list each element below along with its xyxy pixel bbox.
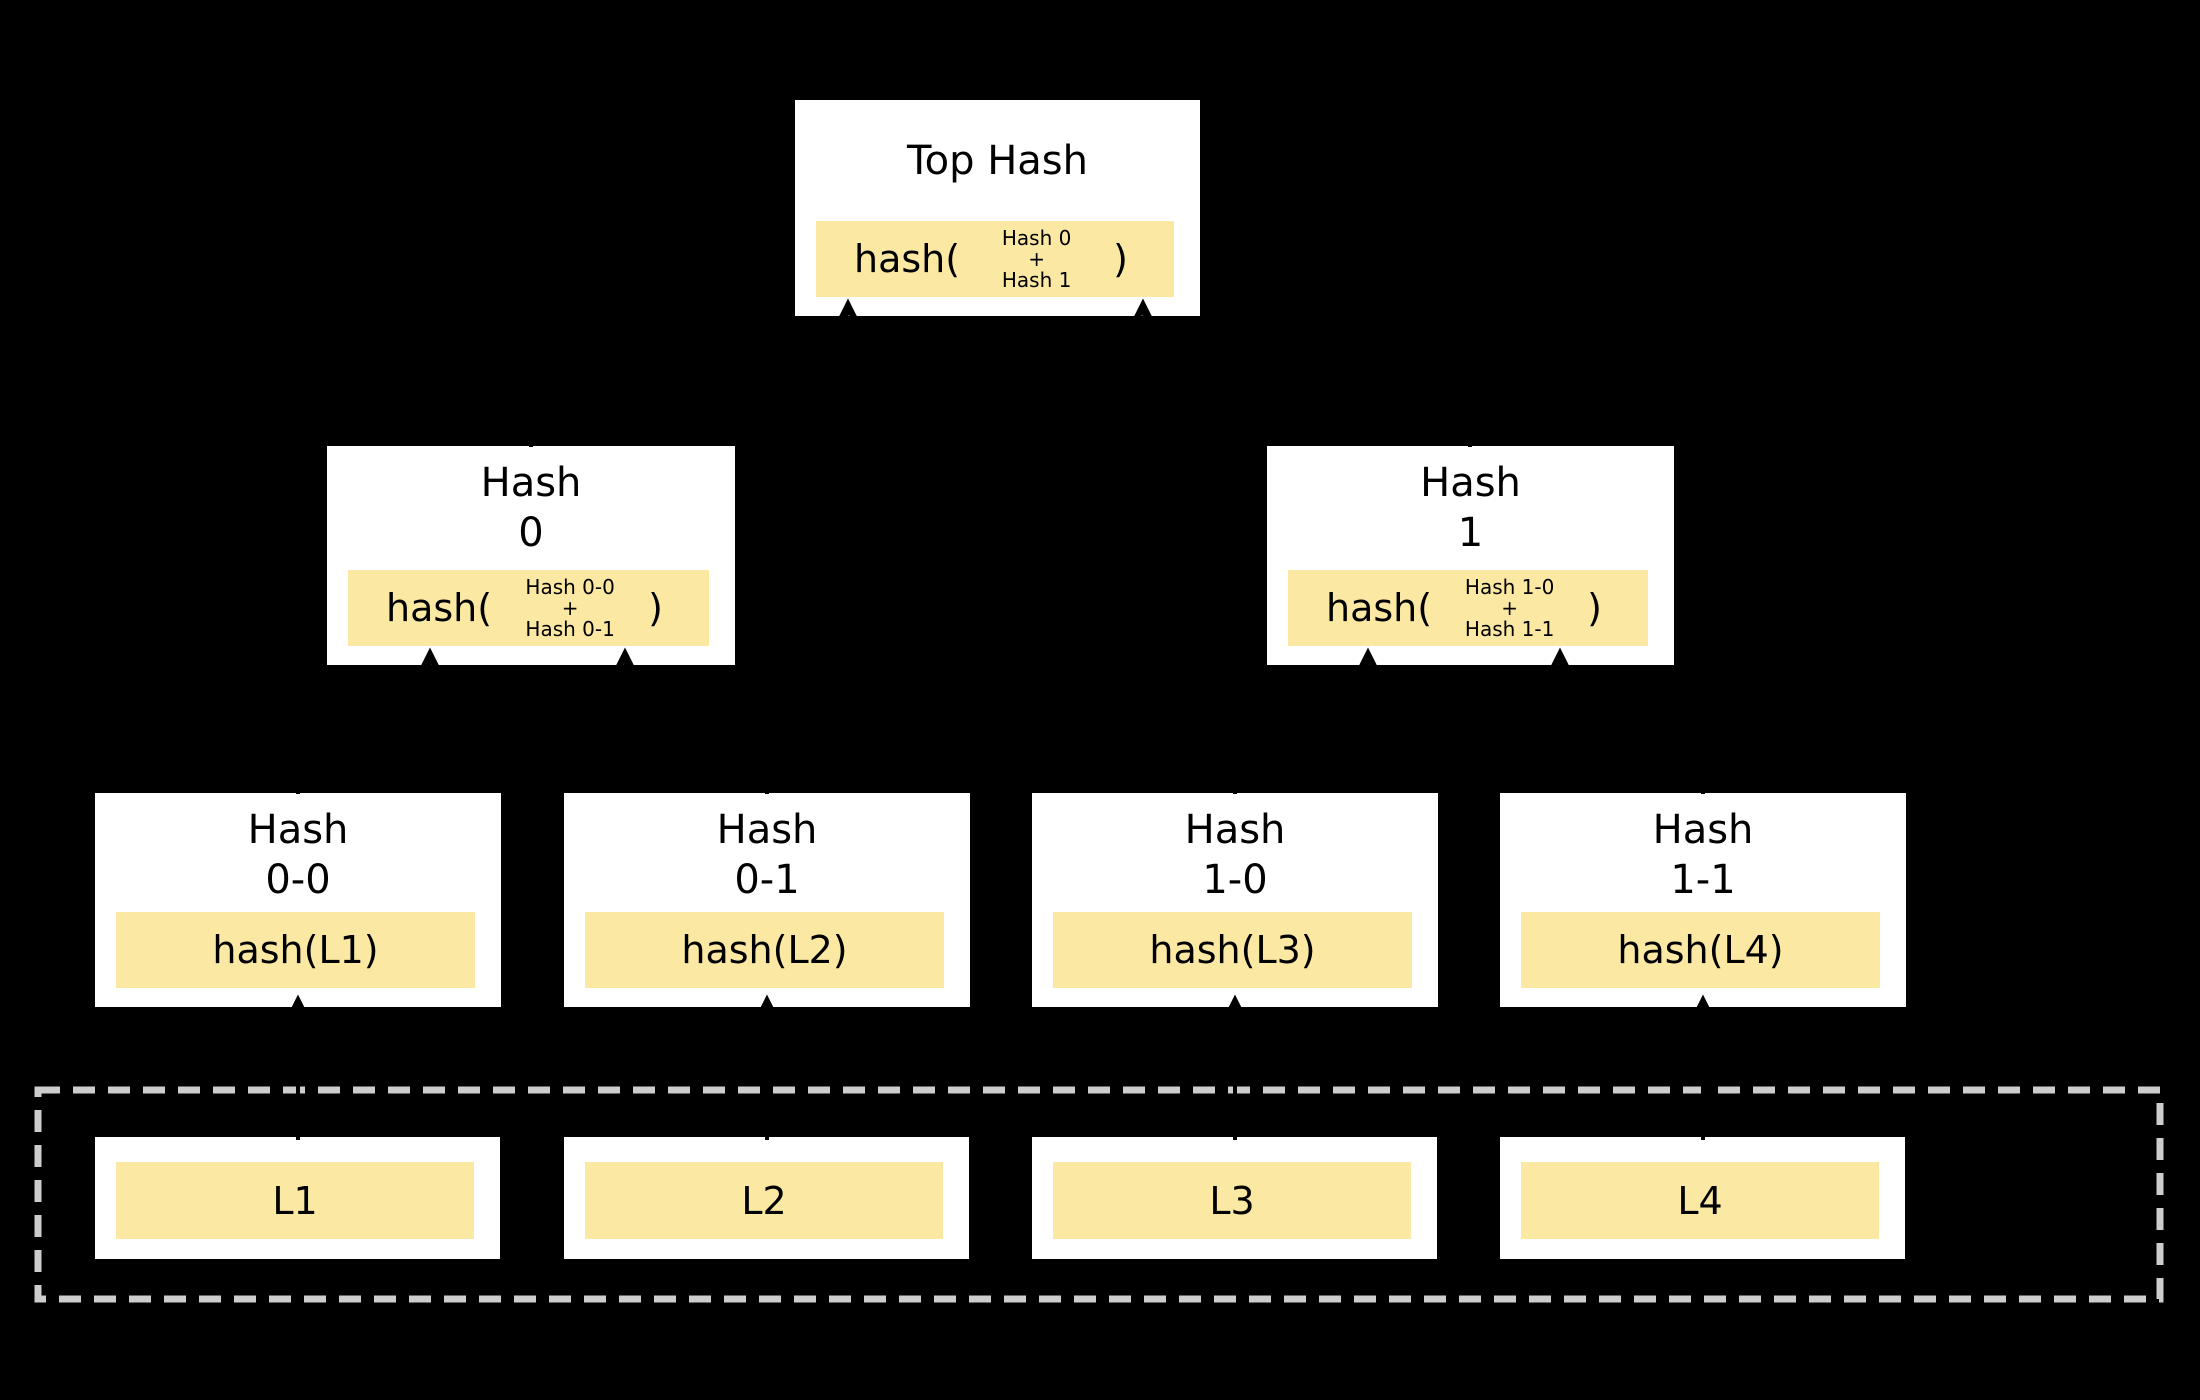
hash-formula: hash( Hash 0 + Hash 1 ) xyxy=(816,221,1174,297)
data-block-l4: L4 xyxy=(1500,1137,1905,1259)
data-block-l3: L3 xyxy=(1032,1137,1437,1259)
formula-text: hash(L1) xyxy=(212,928,379,972)
title-line1: Hash xyxy=(1184,807,1286,853)
title-line2: 1-0 xyxy=(1202,857,1268,903)
hash-formula: hash(L2) xyxy=(585,912,944,988)
formula-operator: + xyxy=(561,595,579,620)
formula-args: Hash 1-0 + Hash 1-1 xyxy=(1432,574,1587,641)
title-line2: 0-0 xyxy=(265,857,331,903)
formula-text: hash(L2) xyxy=(681,928,848,972)
title-line2: 0 xyxy=(518,510,544,556)
arrow-hash-0-0-to-hash-0 xyxy=(296,647,441,795)
formula-text: hash(L4) xyxy=(1617,928,1784,972)
hash-formula: hash(L3) xyxy=(1053,912,1412,988)
formula-close: ) xyxy=(1587,586,1602,630)
data-block-l2: L2 xyxy=(564,1137,969,1259)
title-line2: 1-1 xyxy=(1670,857,1736,903)
arrow-hash-1-to-top-hash xyxy=(1132,298,1472,448)
title-line1: Hash xyxy=(247,807,349,853)
title-line1: Hash xyxy=(716,807,818,853)
node-title: Top Hash xyxy=(907,138,1088,184)
formula-args: Hash 0-0 + Hash 0-1 xyxy=(492,574,648,641)
formula-open: hash( xyxy=(854,237,961,281)
formula-close: ) xyxy=(648,586,663,630)
data-block-label: L1 xyxy=(116,1162,474,1239)
formula-args: Hash 0 + Hash 1 xyxy=(960,225,1113,292)
hash-formula: hash(L4) xyxy=(1521,912,1880,988)
title-line2: 1 xyxy=(1457,510,1484,556)
formula-arg2: Hash 0-1 xyxy=(525,616,615,641)
formula-arg2: Hash 1 xyxy=(1001,267,1072,292)
formula-arg1: Hash 0-0 xyxy=(525,574,615,599)
data-block-label: L3 xyxy=(1053,1162,1411,1239)
hash-formula: hash( Hash 0-0 + Hash 0-1 ) xyxy=(348,570,709,646)
hash-formula: hash( Hash 1-0 + Hash 1-1 ) xyxy=(1288,570,1648,646)
arrow-hash-1-0-to-hash-1 xyxy=(1233,647,1379,795)
arrow-hash-1-1-to-hash-1 xyxy=(1549,647,1705,795)
data-block-label: L4 xyxy=(1521,1162,1879,1239)
formula-arg1: Hash 0 xyxy=(1001,225,1072,250)
arrow-hash-0-1-to-hash-0 xyxy=(614,647,769,795)
arrow-hash-0-to-top-hash xyxy=(529,298,859,448)
formula-arg2: Hash 1-1 xyxy=(1464,616,1555,641)
formula-open: hash( xyxy=(386,586,493,630)
title-line1: Hash xyxy=(1652,807,1754,853)
formula-open: hash( xyxy=(1326,586,1433,630)
node-top-hash: Top Hash hash( Hash 0 + Hash 1 ) xyxy=(795,100,1200,316)
data-block-l1: L1 xyxy=(95,1137,500,1259)
formula-arg1: Hash 1-0 xyxy=(1464,574,1555,599)
formula-close: ) xyxy=(1113,237,1128,281)
hash-formula: hash(L1) xyxy=(116,912,475,988)
title-line1: Hash xyxy=(1420,460,1521,506)
formula-operator: + xyxy=(1028,246,1045,271)
title-line2: 0-1 xyxy=(734,857,800,903)
title-line1: Hash xyxy=(480,460,582,506)
data-block-label: L2 xyxy=(585,1162,943,1239)
formula-text: hash(L3) xyxy=(1149,928,1316,972)
formula-operator: + xyxy=(1501,595,1518,620)
